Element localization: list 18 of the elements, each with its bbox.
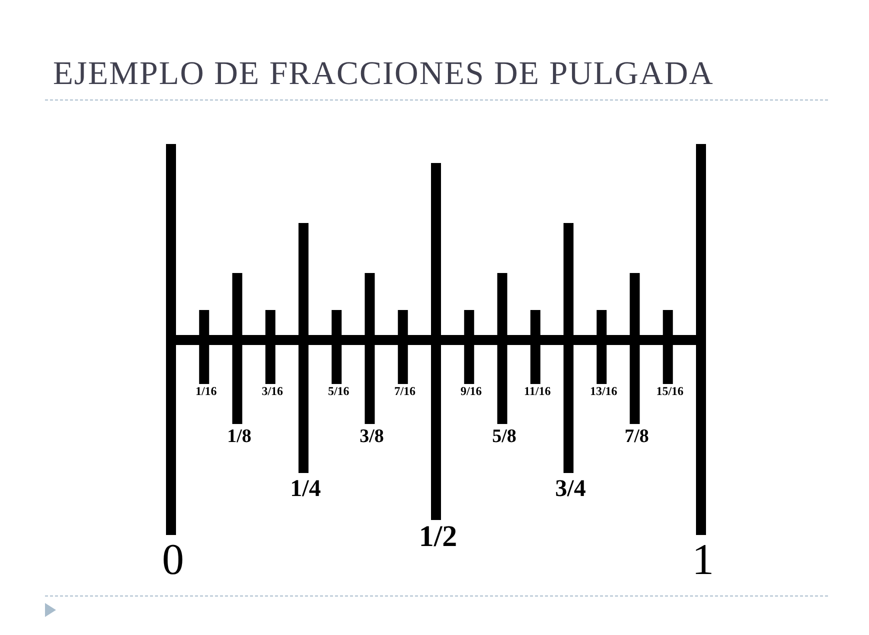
tick-label: 3/4: [555, 477, 586, 501]
tick-label: 11/16: [524, 385, 551, 397]
tick-label: 5/16: [328, 385, 350, 397]
tick-label: 13/16: [590, 385, 618, 397]
tick-label: 7/8: [624, 427, 649, 446]
tick-label: 1/4: [290, 477, 321, 501]
slide-title: EJEMPLO DE FRACCIONES DE PULGADA: [53, 58, 714, 91]
tick-label: 1/2: [418, 522, 458, 552]
tick-label: 15/16: [656, 385, 684, 397]
tick-label: 0: [162, 538, 184, 582]
tick-label: 9/16: [460, 385, 482, 397]
tick-label: 3/8: [360, 427, 384, 446]
tick-label: 1/16: [195, 385, 217, 397]
tick-label: 7/16: [394, 385, 416, 397]
tick-label: 5/8: [492, 427, 516, 446]
tick-label: 1/8: [227, 427, 252, 446]
tick-label: 1: [692, 538, 714, 582]
tick-label: 3/16: [262, 385, 284, 397]
